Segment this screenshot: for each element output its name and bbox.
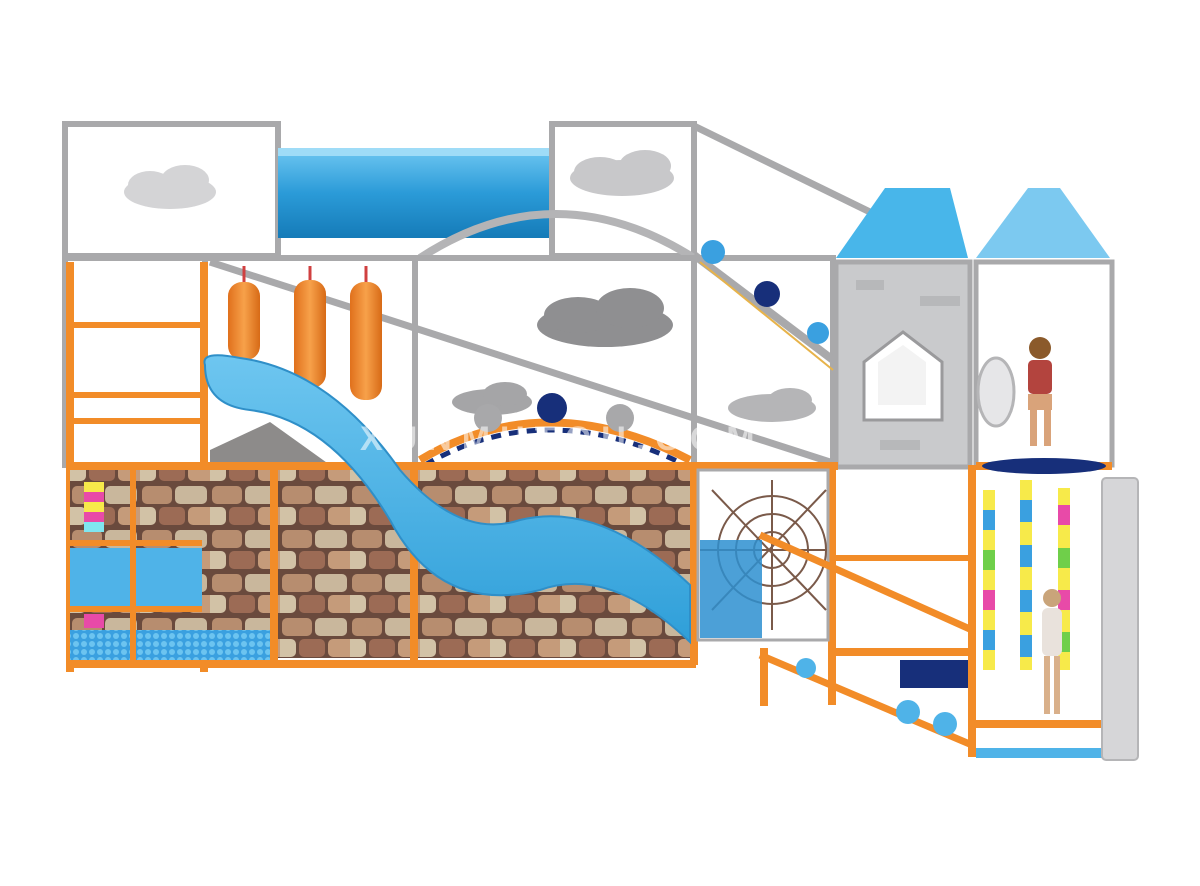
cloud-icon xyxy=(570,150,674,196)
child-figure xyxy=(1028,337,1052,446)
child-figure xyxy=(1042,589,1062,714)
cloud-icon xyxy=(537,288,673,347)
upper-left-panel xyxy=(62,121,281,259)
middle-deck-frame xyxy=(62,255,836,468)
lower-frame xyxy=(66,462,838,705)
arch-rail xyxy=(417,210,697,262)
striped-pole xyxy=(1020,480,1032,670)
pole-cage xyxy=(968,458,1139,761)
cloud-icon xyxy=(452,382,532,415)
stairs xyxy=(758,531,974,749)
castle-tower-left xyxy=(833,188,973,470)
cloud-icon xyxy=(728,388,816,422)
roof-rail xyxy=(692,122,872,216)
ramp-rail xyxy=(691,240,836,371)
punching-bags xyxy=(228,266,382,400)
cloud-icon xyxy=(124,165,216,209)
upper-middle-panel xyxy=(549,121,697,259)
castle-tower-right xyxy=(973,188,1115,468)
arch-window-icon xyxy=(862,330,944,422)
striped-pole xyxy=(983,490,995,670)
wave-slide xyxy=(203,354,691,645)
color-blocks xyxy=(84,482,104,628)
tunnel-tube xyxy=(278,148,553,238)
arch-bridge xyxy=(417,393,692,468)
